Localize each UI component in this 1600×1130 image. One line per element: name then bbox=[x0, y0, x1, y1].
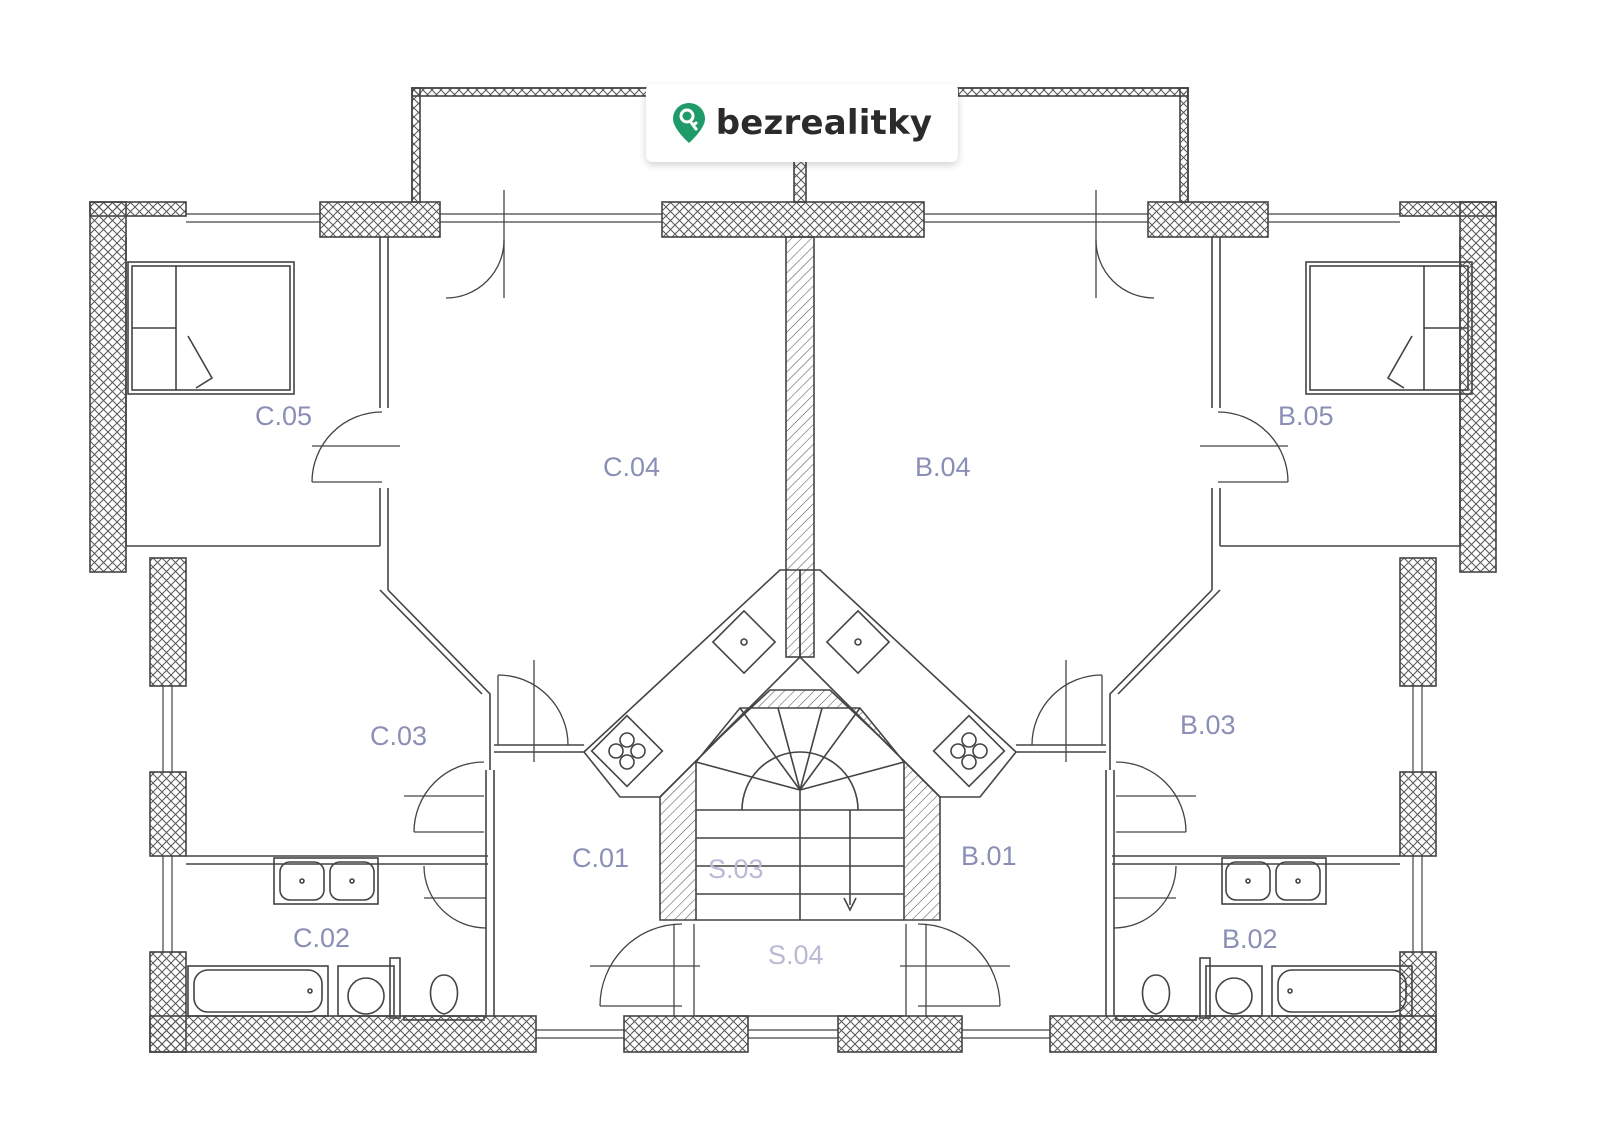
bathroom-fixtures-left bbox=[187, 857, 485, 1021]
room-label-c03: C.03 bbox=[370, 721, 427, 751]
sink-right bbox=[825, 609, 891, 675]
bathroom-fixtures-right bbox=[1115, 857, 1413, 1021]
exterior-walls bbox=[89, 201, 1497, 1053]
room-label-s04: S.04 bbox=[768, 940, 824, 970]
room-label-s03: S.03 bbox=[708, 854, 764, 884]
sink-left bbox=[711, 609, 777, 675]
room-label-b04: B.04 bbox=[915, 452, 971, 482]
room-label-c05: C.05 bbox=[255, 401, 312, 431]
room-label-b01: B.01 bbox=[961, 841, 1017, 871]
stove-right bbox=[932, 714, 1006, 788]
windows bbox=[162, 213, 1423, 1039]
staircase bbox=[659, 689, 941, 1017]
brand-logo-card: bezrealitky bbox=[646, 84, 958, 162]
interior-walls bbox=[125, 236, 1461, 1016]
brand-name: bezrealitky bbox=[715, 103, 933, 143]
room-label-c02: C.02 bbox=[293, 923, 350, 953]
room-label-b05: B.05 bbox=[1278, 401, 1334, 431]
room-label-c04: C.04 bbox=[603, 452, 660, 482]
bed-left bbox=[127, 261, 295, 395]
door-swings bbox=[311, 190, 1289, 1016]
room-label-b02: B.02 bbox=[1222, 924, 1278, 954]
bed-right bbox=[1305, 261, 1473, 395]
room-label-c01: C.01 bbox=[572, 843, 629, 873]
room-label-b03: B.03 bbox=[1180, 710, 1236, 740]
kitchen-counters bbox=[582, 569, 1018, 798]
map-pin-key-icon bbox=[672, 103, 705, 143]
stove-left bbox=[590, 714, 664, 788]
room-labels: C.05 C.04 C.03 C.02 C.01 B.04 B.05 B.03 … bbox=[255, 401, 1334, 970]
